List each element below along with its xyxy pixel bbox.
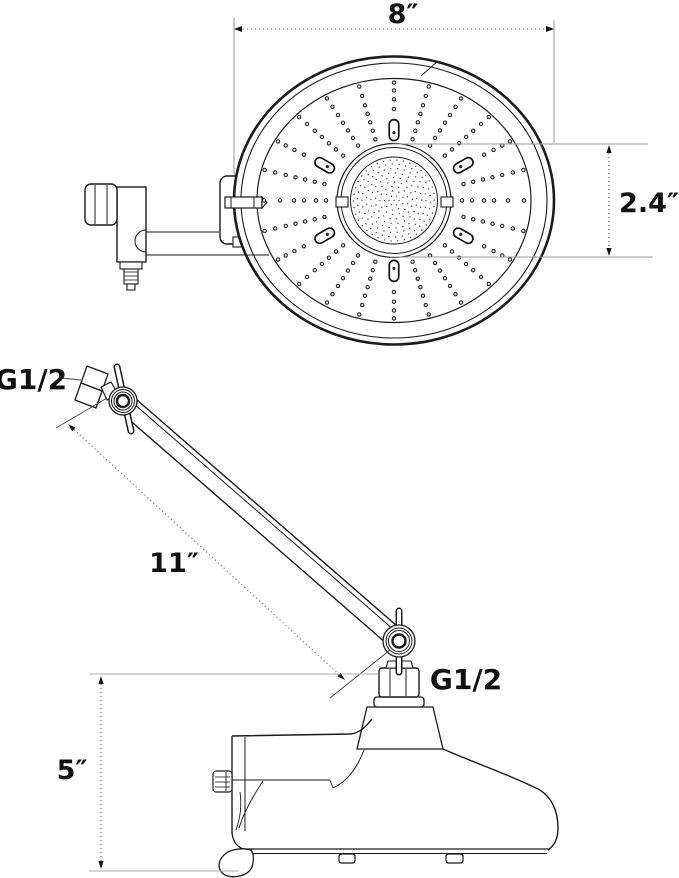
dimension-width-8in: 8″ xyxy=(233,0,555,175)
ring-tab-right xyxy=(440,196,454,208)
thread-upper-leader xyxy=(60,377,82,381)
core-dimension-label: 2.4″ xyxy=(619,188,679,219)
dimension-height-5in: 5″ xyxy=(57,673,378,872)
hex-nut xyxy=(84,183,118,226)
pivot-connector xyxy=(224,195,268,210)
mist-hole-pattern xyxy=(352,159,436,242)
spray-slot-nozzles xyxy=(314,118,474,283)
lower-flange xyxy=(373,696,425,708)
top-view-shower-face xyxy=(84,55,556,346)
height-label: 5″ xyxy=(57,755,88,786)
neck-cone xyxy=(356,706,444,750)
thread-lower-label: G1/2 xyxy=(430,663,502,696)
diverter-hook xyxy=(218,848,255,878)
arm-length-label: 11″ xyxy=(149,548,199,579)
thread-upper-label: G1/2 xyxy=(0,363,67,396)
dimension-arm-11in: 11″ xyxy=(55,397,391,699)
rim-seam xyxy=(420,60,439,77)
upper-ball-joint xyxy=(108,386,138,416)
threaded-nipple xyxy=(119,261,143,291)
shower-arm-tube xyxy=(115,392,407,650)
spray-hole-pattern xyxy=(261,80,527,321)
mount-fitting xyxy=(84,175,251,291)
ring-tab-left xyxy=(335,196,349,208)
lower-ball-joint xyxy=(382,624,416,658)
base-foot-left xyxy=(338,853,356,864)
shower-head-body-side xyxy=(212,718,559,878)
upper-wall-fitting xyxy=(60,363,138,435)
width-dimension-label: 8″ xyxy=(388,0,419,30)
base-foot-right xyxy=(445,853,464,864)
dimension-core-2-4in: 2.4″ xyxy=(390,143,679,258)
side-view-arm-assembly xyxy=(60,363,559,878)
side-knob xyxy=(212,770,233,793)
mist-nozzle xyxy=(335,142,454,259)
